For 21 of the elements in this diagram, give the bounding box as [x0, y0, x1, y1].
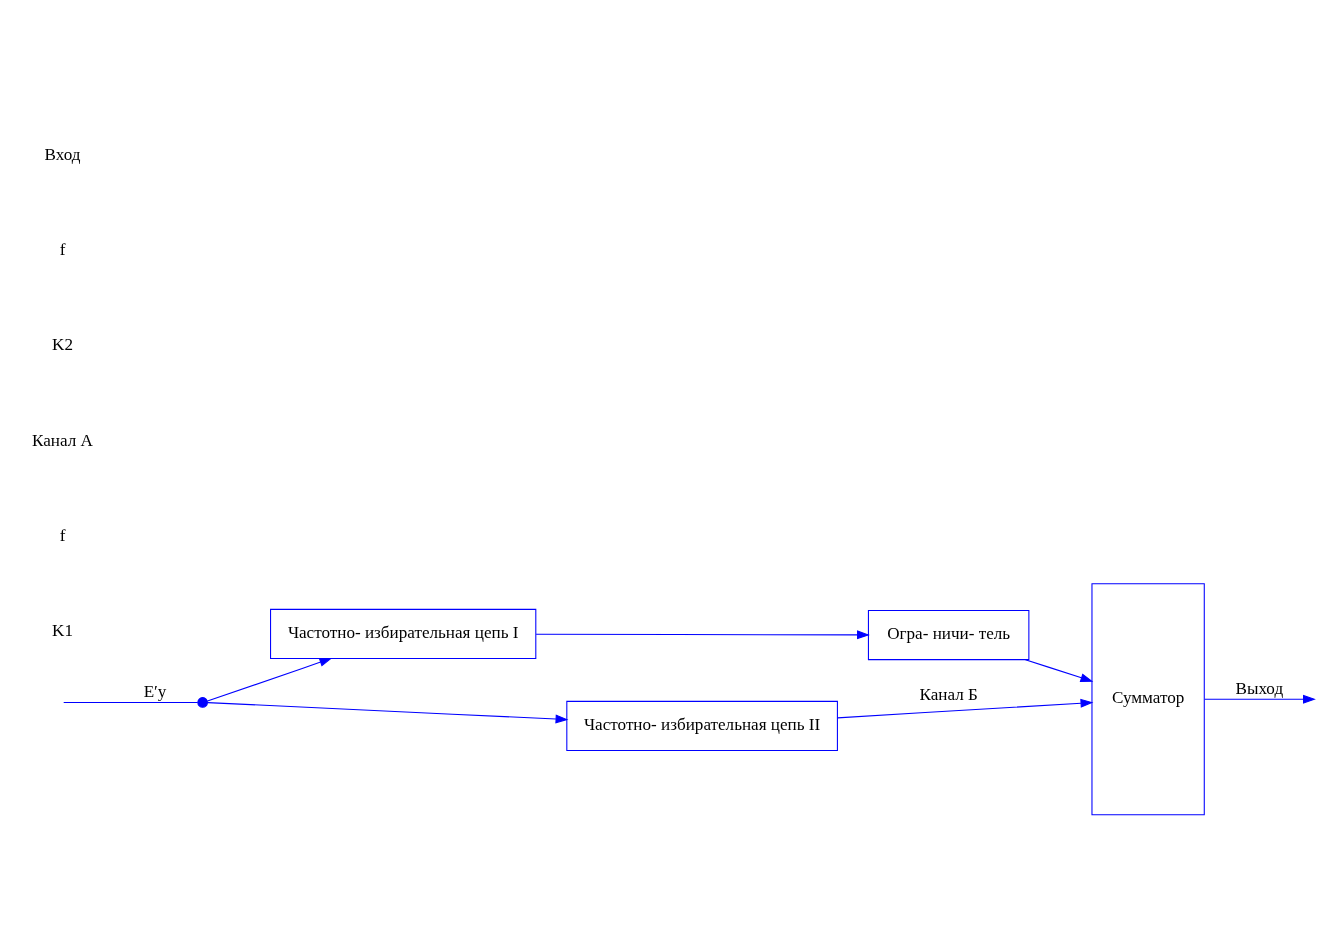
label: Вход: [44, 144, 81, 164]
edge-label: Канал Б: [919, 684, 978, 704]
label: K1: [52, 620, 73, 640]
arrow: [207, 701, 569, 724]
arrow: [1204, 694, 1316, 704]
arrow: [837, 698, 1094, 718]
arrow: [535, 629, 870, 639]
node-box: Частотно- избирательная цепь II: [566, 700, 838, 751]
edge-label: E′у: [143, 681, 167, 701]
label: K2: [52, 334, 73, 354]
label: f: [59, 239, 66, 259]
arrow: [1024, 658, 1094, 682]
label: f: [59, 525, 66, 545]
connector: [63, 701, 199, 703]
arrow: [206, 657, 333, 702]
label: Канал А: [32, 430, 93, 450]
edge-label: Выход: [1235, 678, 1284, 698]
node-box: Сумматор: [1091, 582, 1205, 815]
node-circle: [197, 696, 208, 708]
node-box: Огра- ничи- тель: [867, 609, 1030, 660]
node-box: Частотно- избирательная цепь I: [270, 608, 537, 659]
